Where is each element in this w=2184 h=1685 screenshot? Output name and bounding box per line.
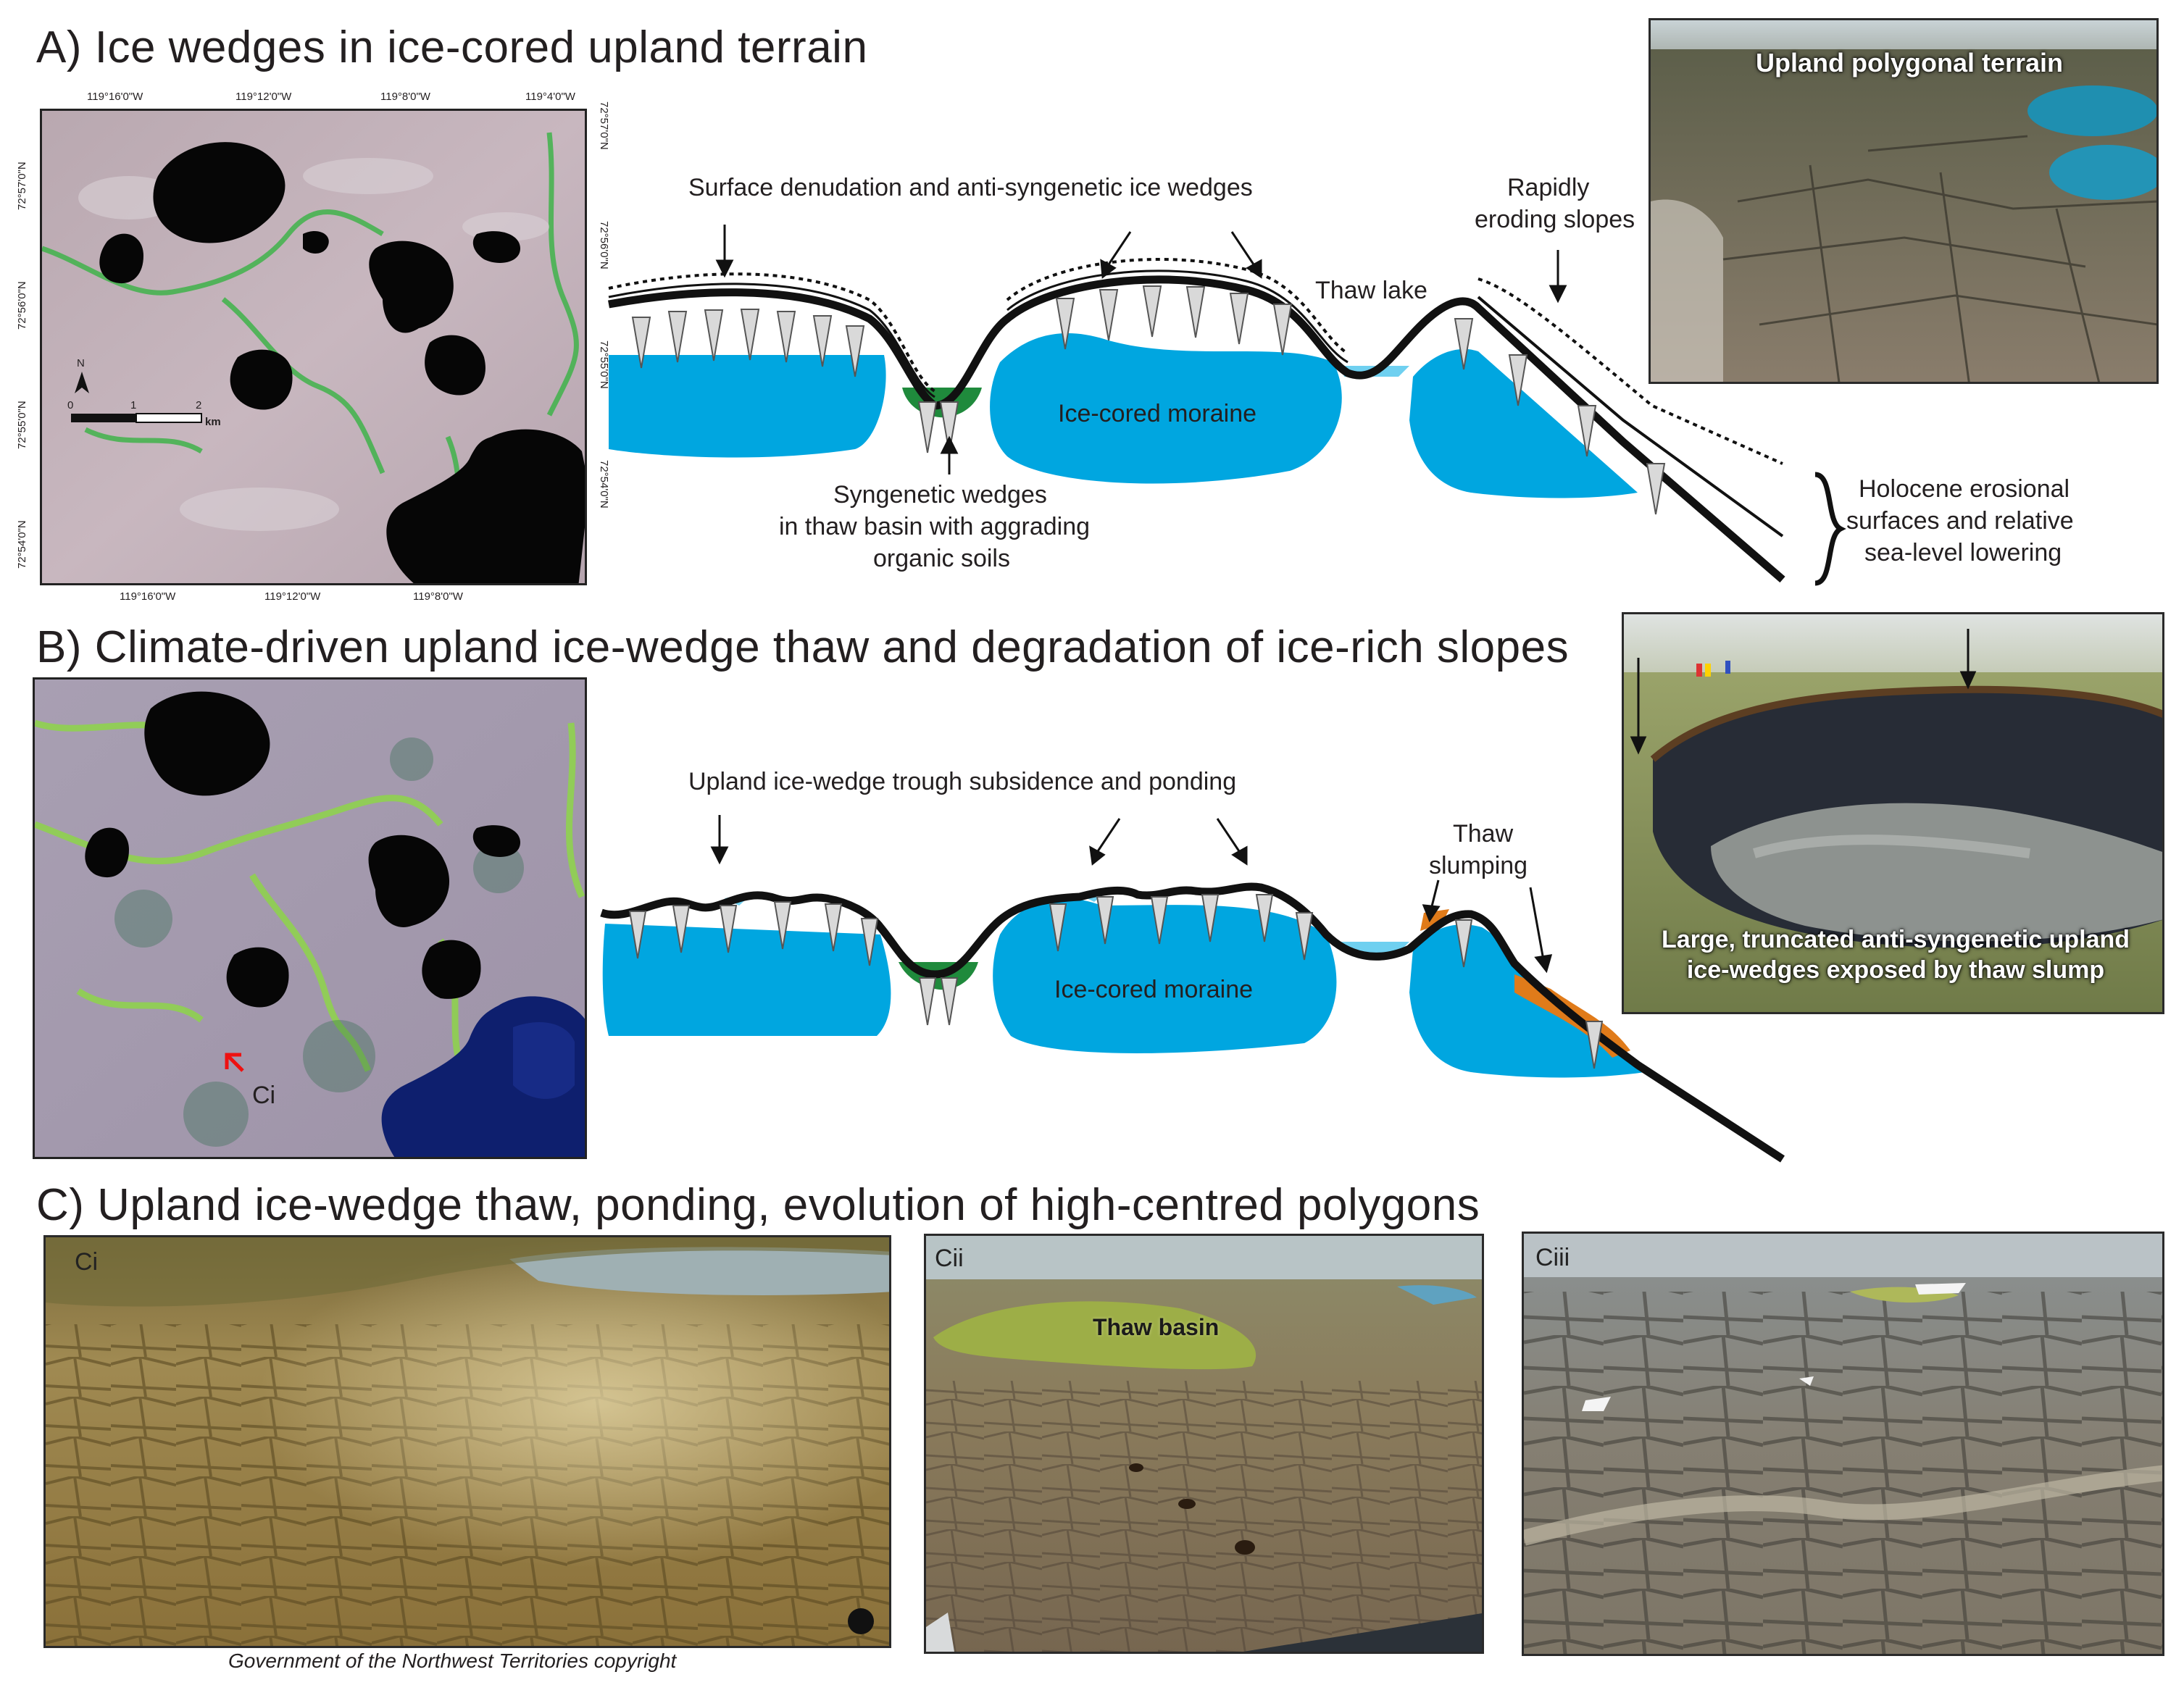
map-a-coord-bottom-0: 119°16'0"W (120, 590, 176, 603)
map-a-coord-top-1: 119°12'0"W (236, 91, 292, 103)
label-trough-subsidence: Upland ice-wedge trough subsidence and p… (688, 768, 1237, 795)
scale-label-2: 2 (196, 399, 202, 411)
map-a-coord-bottom-2: 119°8'0"W (413, 590, 463, 603)
photo-upland-polygonal-terrain: Upland polygonal terrain (1649, 18, 2159, 384)
north-label: N (77, 357, 85, 369)
label-thaw-lake: Thaw lake (1315, 277, 1427, 304)
photo-ciii: Ciii (1522, 1232, 2164, 1656)
map-a-coord-bottom-1: 119°12'0"W (264, 590, 321, 603)
map-a-coord-top-0: 119°16'0"W (87, 91, 143, 103)
scale-label-0: 0 (67, 399, 74, 411)
satellite-map-b: Ci (33, 677, 587, 1159)
photo-a-caption: Upland polygonal terrain (1756, 48, 2064, 78)
label-holocene-2: surfaces and relative (1846, 507, 2074, 535)
label-syngenetic-1: Syngenetic wedges (833, 481, 1047, 509)
map-a-coord-top-2: 119°8'0"W (380, 91, 430, 103)
label-moraine-a: Ice-cored moraine (1058, 400, 1257, 427)
map-a-coord-top-3: 119°4'0"W (525, 91, 575, 103)
photo-cii-tag: Cii (935, 1245, 964, 1272)
label-rapidly-1: Rapidly (1507, 174, 1590, 201)
north-arrow-icon (75, 372, 89, 393)
photo-b-caption-1: Large, truncated anti-syngenetic upland (1661, 926, 2130, 953)
scale-label-1: 1 (130, 399, 137, 411)
map-a-image (42, 111, 585, 583)
panel-b-title: B) Climate-driven upland ice-wedge thaw … (36, 622, 1570, 672)
photo-b-caption-2: ice-wedges exposed by thaw slump (1686, 956, 2105, 984)
label-surface-denudation: Surface denudation and anti-syngenetic i… (688, 174, 1253, 201)
photo-ci-credit: Government of the Northwest Territories … (228, 1650, 677, 1672)
photo-ci-tag: Ci (75, 1248, 99, 1276)
photo-ciii-tag: Ciii (1535, 1244, 1570, 1271)
photo-cii-caption: Thaw basin (1093, 1314, 1220, 1340)
scale-unit: km (205, 416, 221, 428)
label-moraine-b: Ice-cored moraine (1054, 976, 1254, 1003)
label-syngenetic-2: in thaw basin with aggrading (779, 513, 1091, 540)
label-holocene-1: Holocene erosional (1859, 475, 2070, 503)
cross-section-b (600, 815, 1785, 1163)
label-thaw-slump-1: Thaw (1453, 820, 1514, 848)
photo-ci: Ci (43, 1235, 891, 1648)
label-syngenetic-3: organic soils (873, 545, 1010, 572)
satellite-map-a: 0 1 2 km N (40, 109, 587, 585)
label-holocene-3: sea-level lowering (1864, 539, 2062, 566)
panel-c-title: C) Upland ice-wedge thaw, ponding, evolu… (36, 1180, 1480, 1230)
panel-a-title: A) Ice wedges in ice-cored upland terrai… (36, 22, 868, 72)
label-rapidly-2: eroding slopes (1475, 206, 1635, 233)
cross-section-a (608, 225, 1846, 586)
label-thaw-slump-2: slumping (1429, 852, 1528, 879)
photo-thaw-slump: Large, truncated anti-syngenetic upland … (1622, 612, 2164, 1014)
map-b-marker-ci: Ci (252, 1082, 276, 1109)
photo-cii: Cii Thaw basin (924, 1234, 1484, 1654)
